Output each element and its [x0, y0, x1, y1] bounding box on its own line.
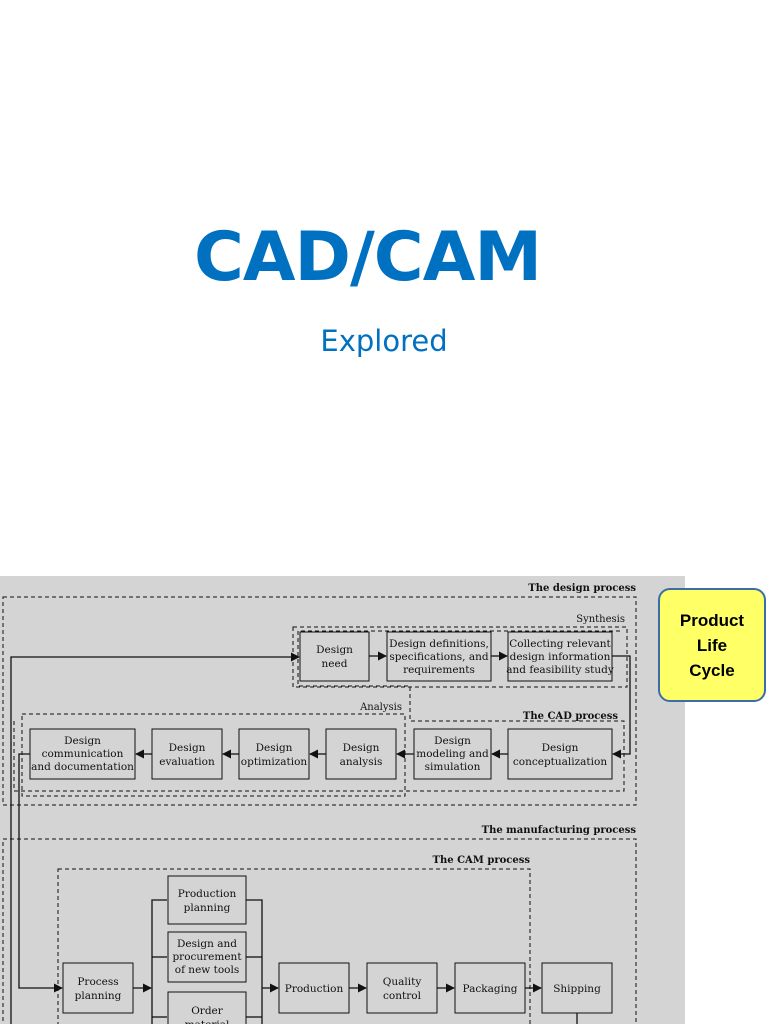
box-quality-control: Quality control — [366, 962, 438, 1014]
box-design-conceptualization: Design conceptualization — [507, 728, 613, 780]
arrow-communication-to-process-planning — [18, 753, 63, 993]
box-order-material-line-1: Order — [191, 1005, 224, 1017]
box-design-procurement-tools-line-3: of new tools — [175, 964, 239, 976]
box-collecting-info-line-3: and feasibility study — [506, 664, 614, 676]
box-production-line-1: Production — [285, 983, 344, 995]
box-production: Production — [278, 962, 350, 1014]
bracket-left — [151, 899, 167, 1024]
box-design-evaluation-line-1: Design — [169, 742, 206, 754]
callout-line-3: Cycle — [689, 660, 735, 680]
product-life-cycle-callout: Product Life Cycle — [658, 588, 766, 702]
region-synthesis-label: Synthesis — [576, 614, 625, 625]
box-design-need-line-2: need — [322, 658, 348, 670]
box-design-optimization: Design optimization — [238, 728, 310, 780]
callout-line-1: Product — [679, 610, 745, 630]
region-design-process — [2, 596, 637, 806]
box-design-definitions-line-1: Design definitions, — [389, 638, 489, 650]
box-process-planning: Process planning — [62, 962, 134, 1014]
box-design-definitions-line-2: specifications, and — [389, 651, 488, 663]
box-design-evaluation-line-2: evaluation — [159, 756, 215, 768]
arrow-collecting-to-conceptualization — [612, 655, 631, 759]
box-design-optimization-line-1: Design — [256, 742, 293, 754]
box-design-definitions: Design definitions, specifications, and … — [386, 631, 492, 682]
region-analysis-label: Analysis — [359, 702, 402, 713]
box-design-procurement-tools-line-1: Design and — [177, 938, 237, 950]
region-cam-process — [57, 868, 531, 1024]
callout-line-2: Life — [696, 635, 728, 655]
box-design-need: Design need — [299, 631, 370, 682]
box-process-planning-line-2: planning — [75, 990, 122, 1002]
box-design-need-line-1: Design — [316, 644, 353, 656]
box-design-conceptualization-line-1: Design — [542, 742, 579, 754]
box-design-communication-line-3: and documentation — [31, 761, 134, 773]
box-design-communication: Design communication and documentation — [29, 728, 136, 780]
box-production-planning-line-2: planning — [184, 902, 231, 914]
box-collecting-info-line-2: design information — [510, 651, 611, 663]
box-production-planning-line-1: Production — [178, 888, 237, 900]
box-design-analysis-line-2: analysis — [340, 756, 383, 768]
box-shipping-line-1: Shipping — [553, 983, 601, 995]
product-cycle-diagram: The design process Synthesis Analysis Th… — [0, 576, 685, 1024]
box-design-modeling-line-2: modeling and — [416, 748, 489, 760]
box-design-evaluation: Design evaluation — [151, 728, 223, 780]
box-design-definitions-line-3: requirements — [403, 664, 475, 676]
box-design-modeling-line-3: simulation — [425, 761, 481, 773]
box-order-material-line-2: material — [185, 1019, 230, 1024]
box-quality-control-line-1: Quality — [383, 976, 422, 988]
box-design-procurement-tools: Design and procurement of new tools — [167, 931, 247, 983]
box-design-modeling: Design modeling and simulation — [413, 728, 492, 780]
box-design-procurement-tools-line-2: procurement — [172, 951, 242, 963]
box-design-conceptualization-line-2: conceptualization — [513, 756, 607, 768]
box-quality-control-line-2: control — [383, 990, 422, 1002]
box-design-analysis-line-1: Design — [343, 742, 380, 754]
region-design-process-label: The design process — [528, 583, 636, 594]
box-collecting-info: Collecting relevant design information a… — [506, 631, 614, 682]
box-shipping: Shipping — [541, 962, 613, 1014]
slide-subtitle: Explored — [320, 324, 448, 358]
diagram-canvas: The design process Synthesis Analysis Th… — [2, 583, 637, 1024]
region-cam-process-label: The CAM process — [433, 855, 531, 866]
box-packaging: Packaging — [454, 962, 526, 1014]
region-cad-process-label: The CAD process — [523, 711, 618, 722]
box-production-planning: Production planning — [167, 875, 247, 925]
slide-title: CAD/CAM — [193, 218, 542, 297]
region-cad-process — [13, 630, 625, 792]
box-design-communication-line-1: Design — [64, 735, 101, 747]
box-packaging-line-1: Packaging — [463, 983, 518, 995]
box-collecting-info-line-1: Collecting relevant — [509, 638, 611, 650]
box-design-optimization-line-2: optimization — [241, 756, 308, 768]
box-order-material: Order material — [167, 991, 247, 1024]
box-process-planning-line-1: Process — [77, 976, 118, 988]
region-manufacturing-process — [2, 838, 637, 1024]
arrow-feedback-to-design-need — [10, 652, 300, 1024]
region-manufacturing-process-label: The manufacturing process — [482, 825, 637, 836]
box-design-communication-line-2: communication — [42, 748, 124, 760]
box-design-analysis: Design analysis — [325, 728, 397, 780]
bracket-right — [246, 899, 263, 1024]
box-design-modeling-line-1: Design — [434, 735, 471, 747]
